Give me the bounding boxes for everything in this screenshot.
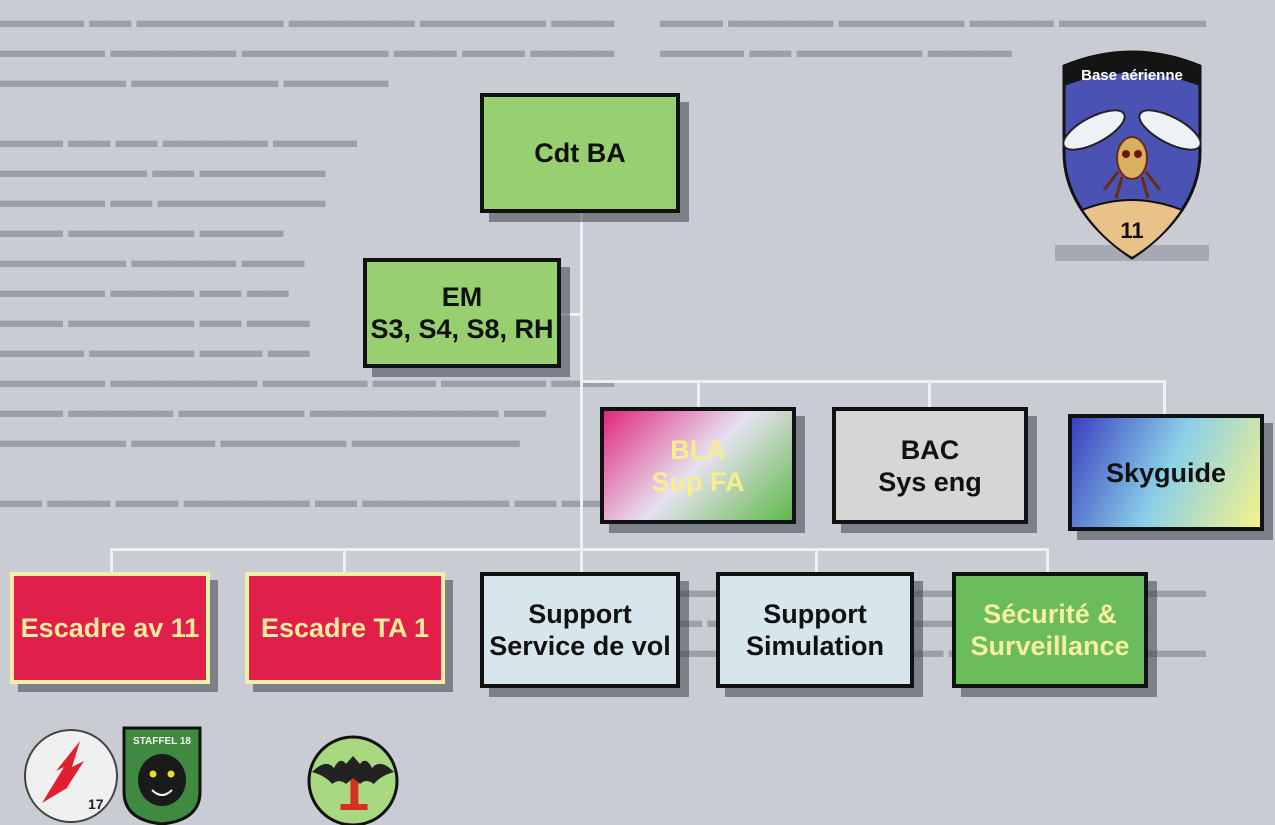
squadron-17-patch-emblem: 17 xyxy=(24,729,118,823)
staffel-18-panther-eye-right xyxy=(167,770,175,778)
connector-unit-3 xyxy=(580,548,583,573)
org-box-root-label: Cdt BA xyxy=(534,138,626,168)
org-box-escadre-ta-1: Escadre TA 1 xyxy=(245,572,445,684)
bat-patch-disc xyxy=(307,735,399,825)
connector-units-bus xyxy=(110,548,1047,551)
org-box-bla: BLA Sup FA xyxy=(600,407,796,524)
org-box-securite-surveillance-line-1: Sécurité & xyxy=(983,599,1117,629)
connector-unit-5 xyxy=(1046,548,1049,573)
org-box-support-simulation-line-1: Support xyxy=(763,599,867,629)
connector-unit-2 xyxy=(343,548,346,573)
staffel-18-panther xyxy=(138,754,186,806)
bat-patch-bat xyxy=(312,756,394,784)
connector-unit-1 xyxy=(110,548,113,573)
org-box-staff-line-1: EM xyxy=(441,282,483,312)
org-box-escadre-av-11-label: Escadre av 11 xyxy=(20,613,200,643)
org-box-staff-line-2: S3, S4, S8, RH xyxy=(370,314,554,344)
staffel-18-panther-teeth xyxy=(151,789,173,796)
org-box-support-simulation-line-2: Simulation xyxy=(745,631,884,661)
badge-skull xyxy=(1116,136,1148,180)
staffel-18-patch-emblem: STAFFEL 18 xyxy=(122,726,202,825)
org-box-support-service-de-vol: Support Service de vol xyxy=(480,572,680,688)
badge-banner xyxy=(1064,52,1200,86)
org-box-bla-line-2: Sup FA xyxy=(651,466,745,497)
org-box-escadre-ta-1-label: Escadre TA 1 xyxy=(260,613,430,643)
org-box-skyguide-label: Skyguide xyxy=(1105,457,1227,488)
patch-17-bird xyxy=(42,741,84,803)
connector-root-trunk xyxy=(580,205,583,550)
org-box-bac-line-2: Sys eng xyxy=(878,466,982,497)
patch-17-number: 17 xyxy=(88,796,104,812)
org-box-securite-surveillance-line-2: Surveillance xyxy=(970,631,1130,661)
connector-partners-bus xyxy=(580,380,1165,383)
staffel-18-label: STAFFEL 18 xyxy=(133,736,191,747)
badge-number-field xyxy=(1080,199,1184,260)
bat-patch-emblem: 1 xyxy=(307,735,399,825)
org-box-support-service-de-vol-line-1: Support xyxy=(528,599,632,629)
org-box-bla-line-1: BLA xyxy=(670,434,726,465)
staffel-18-panther-eye-left xyxy=(149,770,157,778)
org-box-escadre-av-11: Escadre av 11 xyxy=(10,572,210,684)
org-box-staff: EM S3, S4, S8, RH xyxy=(363,258,561,368)
connector-partner-skyguide xyxy=(1163,380,1166,415)
org-box-bac-line-1: BAC xyxy=(900,434,960,465)
base-aerienne-badge-emblem: Base aérienne 11 xyxy=(1055,50,1209,261)
badge-skull-eye-right xyxy=(1134,150,1142,158)
org-box-support-service-de-vol-line-2: Service de vol xyxy=(489,631,671,661)
badge-right-wing xyxy=(1138,109,1202,151)
org-box-support-simulation: Support Simulation xyxy=(716,572,914,688)
badge-skull-eye-left xyxy=(1122,150,1130,158)
badge-legs xyxy=(1102,171,1162,199)
org-box-bac: BAC Sys eng xyxy=(832,407,1028,524)
org-box-securite-surveillance: Sécurité & Surveillance xyxy=(952,572,1148,688)
connector-staff xyxy=(560,313,582,316)
badge-banner-text: Base aérienne xyxy=(1081,67,1183,84)
connector-partner-bac xyxy=(928,380,931,408)
connector-partner-bla xyxy=(697,380,700,408)
org-box-root: Cdt BA xyxy=(480,93,680,213)
org-box-skyguide: Skyguide xyxy=(1068,414,1264,531)
badge-number: 11 xyxy=(1120,218,1143,243)
badge-left-wing xyxy=(1062,109,1126,151)
connector-unit-4 xyxy=(815,548,818,573)
